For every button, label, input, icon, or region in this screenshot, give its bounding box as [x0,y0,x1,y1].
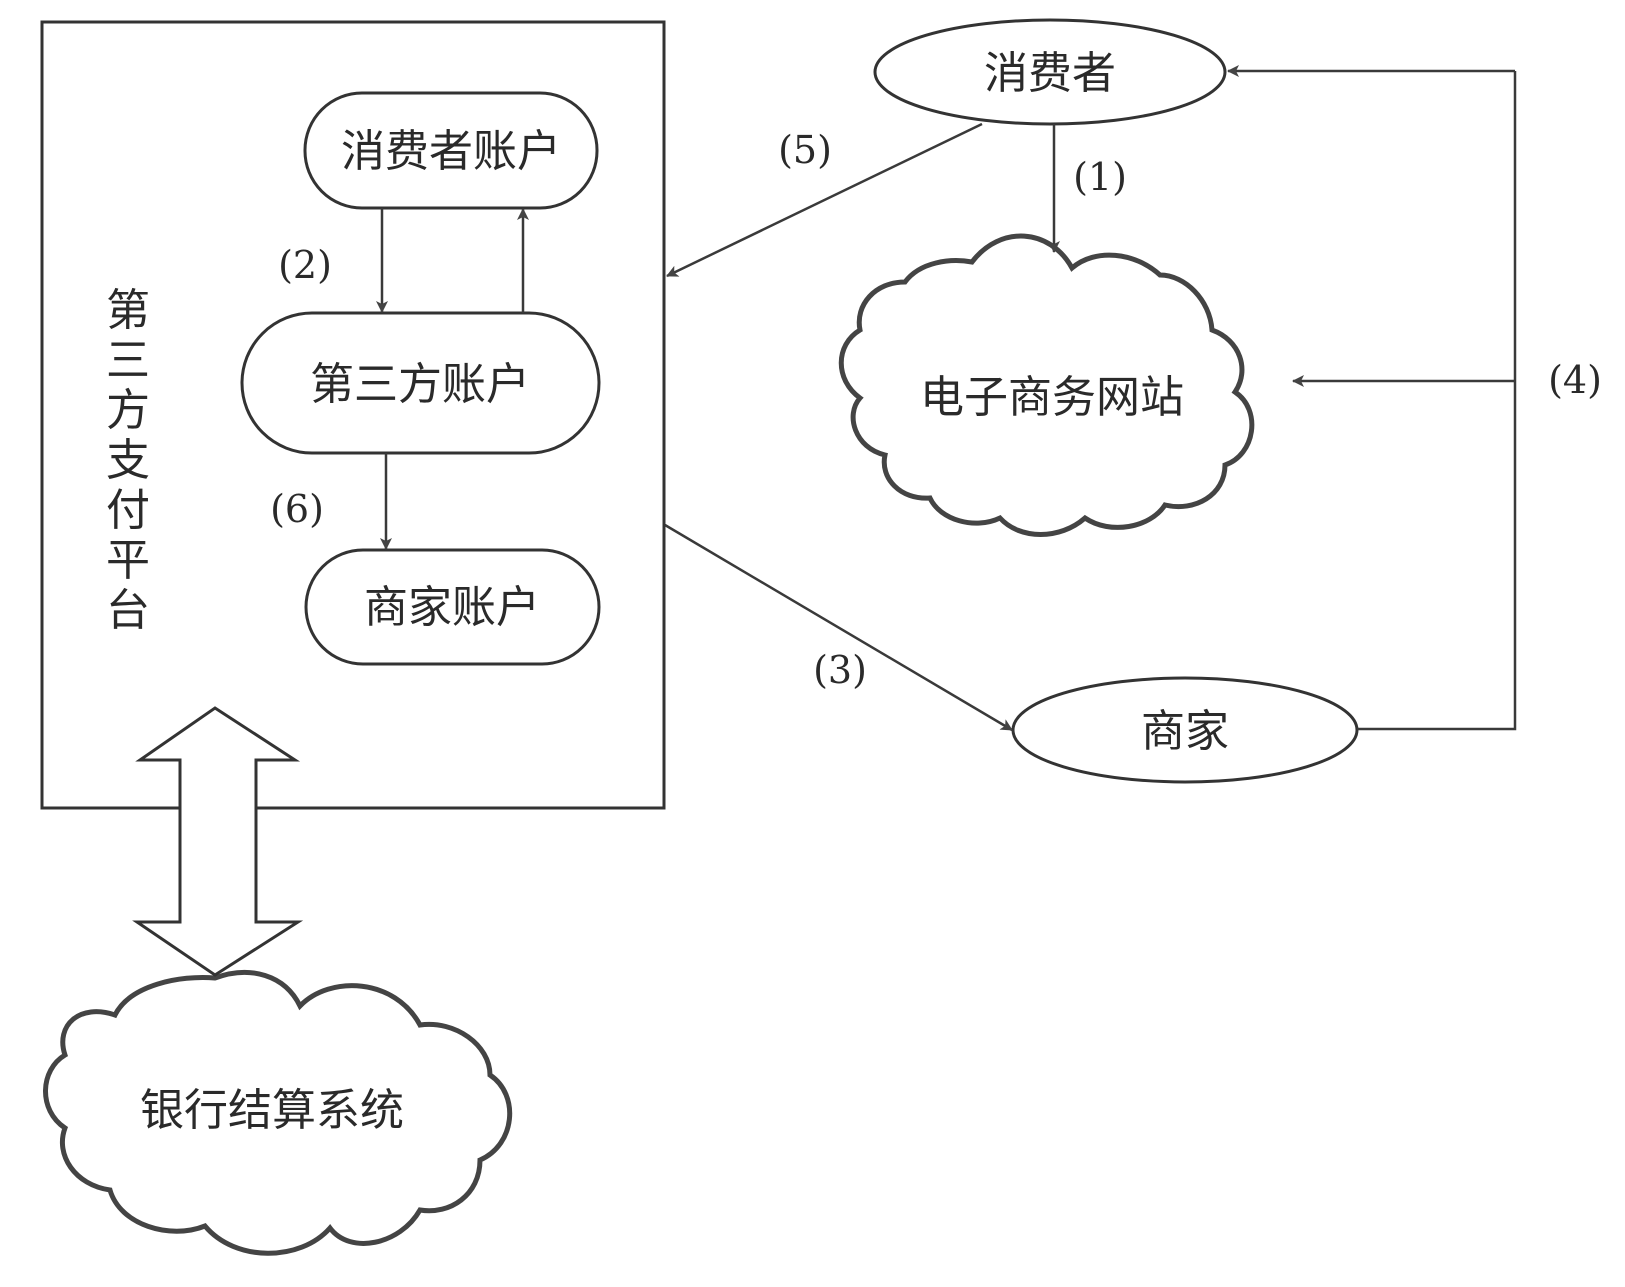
edge-consumer-to-platform [666,122,983,278]
merchant-label: 商家 [1141,706,1229,757]
platform-label-char: 第 [106,285,150,336]
platform-label-char: 台 [106,585,150,636]
ecommerce-site-cloud [838,233,1255,537]
platform-label-char: 平 [106,535,150,586]
step-label-3: (3) [813,648,867,692]
platform-label-char: 付 [106,485,150,536]
third-party-account-label: 第三方账户 [310,359,530,410]
step-label-1: (1) [1073,155,1127,199]
step-label-4: (4) [1548,358,1602,402]
bank-system-label: 银行结算系统 [140,1085,404,1136]
bank-system-cloud [43,969,513,1256]
step-label-2: (2) [278,243,332,287]
step-label-6: (6) [270,487,324,531]
edge-merchant-feedback-trunk [1357,71,1517,731]
platform-label: 第 三 方 支 付 平 台 [106,285,150,636]
platform-label-char: 三 [106,335,150,386]
consumer-node [873,18,1227,126]
consumer-account-label: 消费者账户 [341,126,561,177]
third-party-account-node [240,311,601,455]
merchant-account-node [304,548,601,666]
step-label-5: (5) [778,128,832,172]
ecommerce-site-label: 电子商务网站 [920,372,1184,423]
platform-label-char: 方 [106,385,150,436]
bank-platform-double-arrow [132,706,304,977]
platform-label-char: 支 [106,435,150,486]
consumer-account-node [303,91,599,210]
edge-platform-to-merchant [664,523,1013,732]
merchant-account-label: 商家账户 [364,582,540,633]
consumer-label: 消费者 [984,48,1116,99]
